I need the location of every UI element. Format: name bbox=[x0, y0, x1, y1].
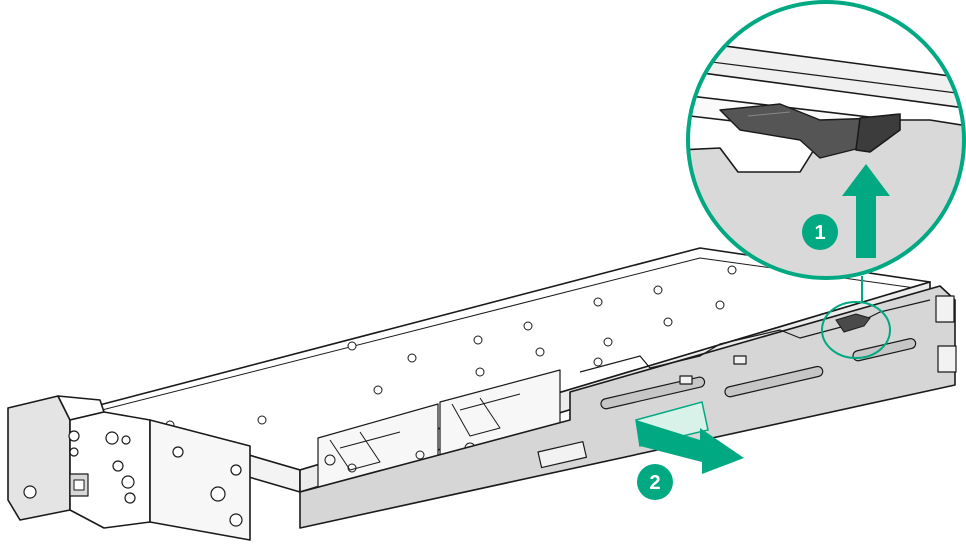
step-1-badge: 1 bbox=[802, 214, 838, 250]
step-2-badge: 2 bbox=[637, 464, 673, 500]
drive-backplane bbox=[299, 285, 957, 529]
step-2-label: 2 bbox=[649, 472, 660, 494]
arrow-up-icon bbox=[842, 164, 890, 258]
step-1-label: 1 bbox=[814, 222, 825, 244]
latch-highlight-ring bbox=[821, 301, 891, 359]
magnifier-callout: 1 bbox=[686, 0, 966, 280]
arrow-right-icon bbox=[635, 401, 744, 474]
rack-ear bbox=[7, 395, 251, 541]
